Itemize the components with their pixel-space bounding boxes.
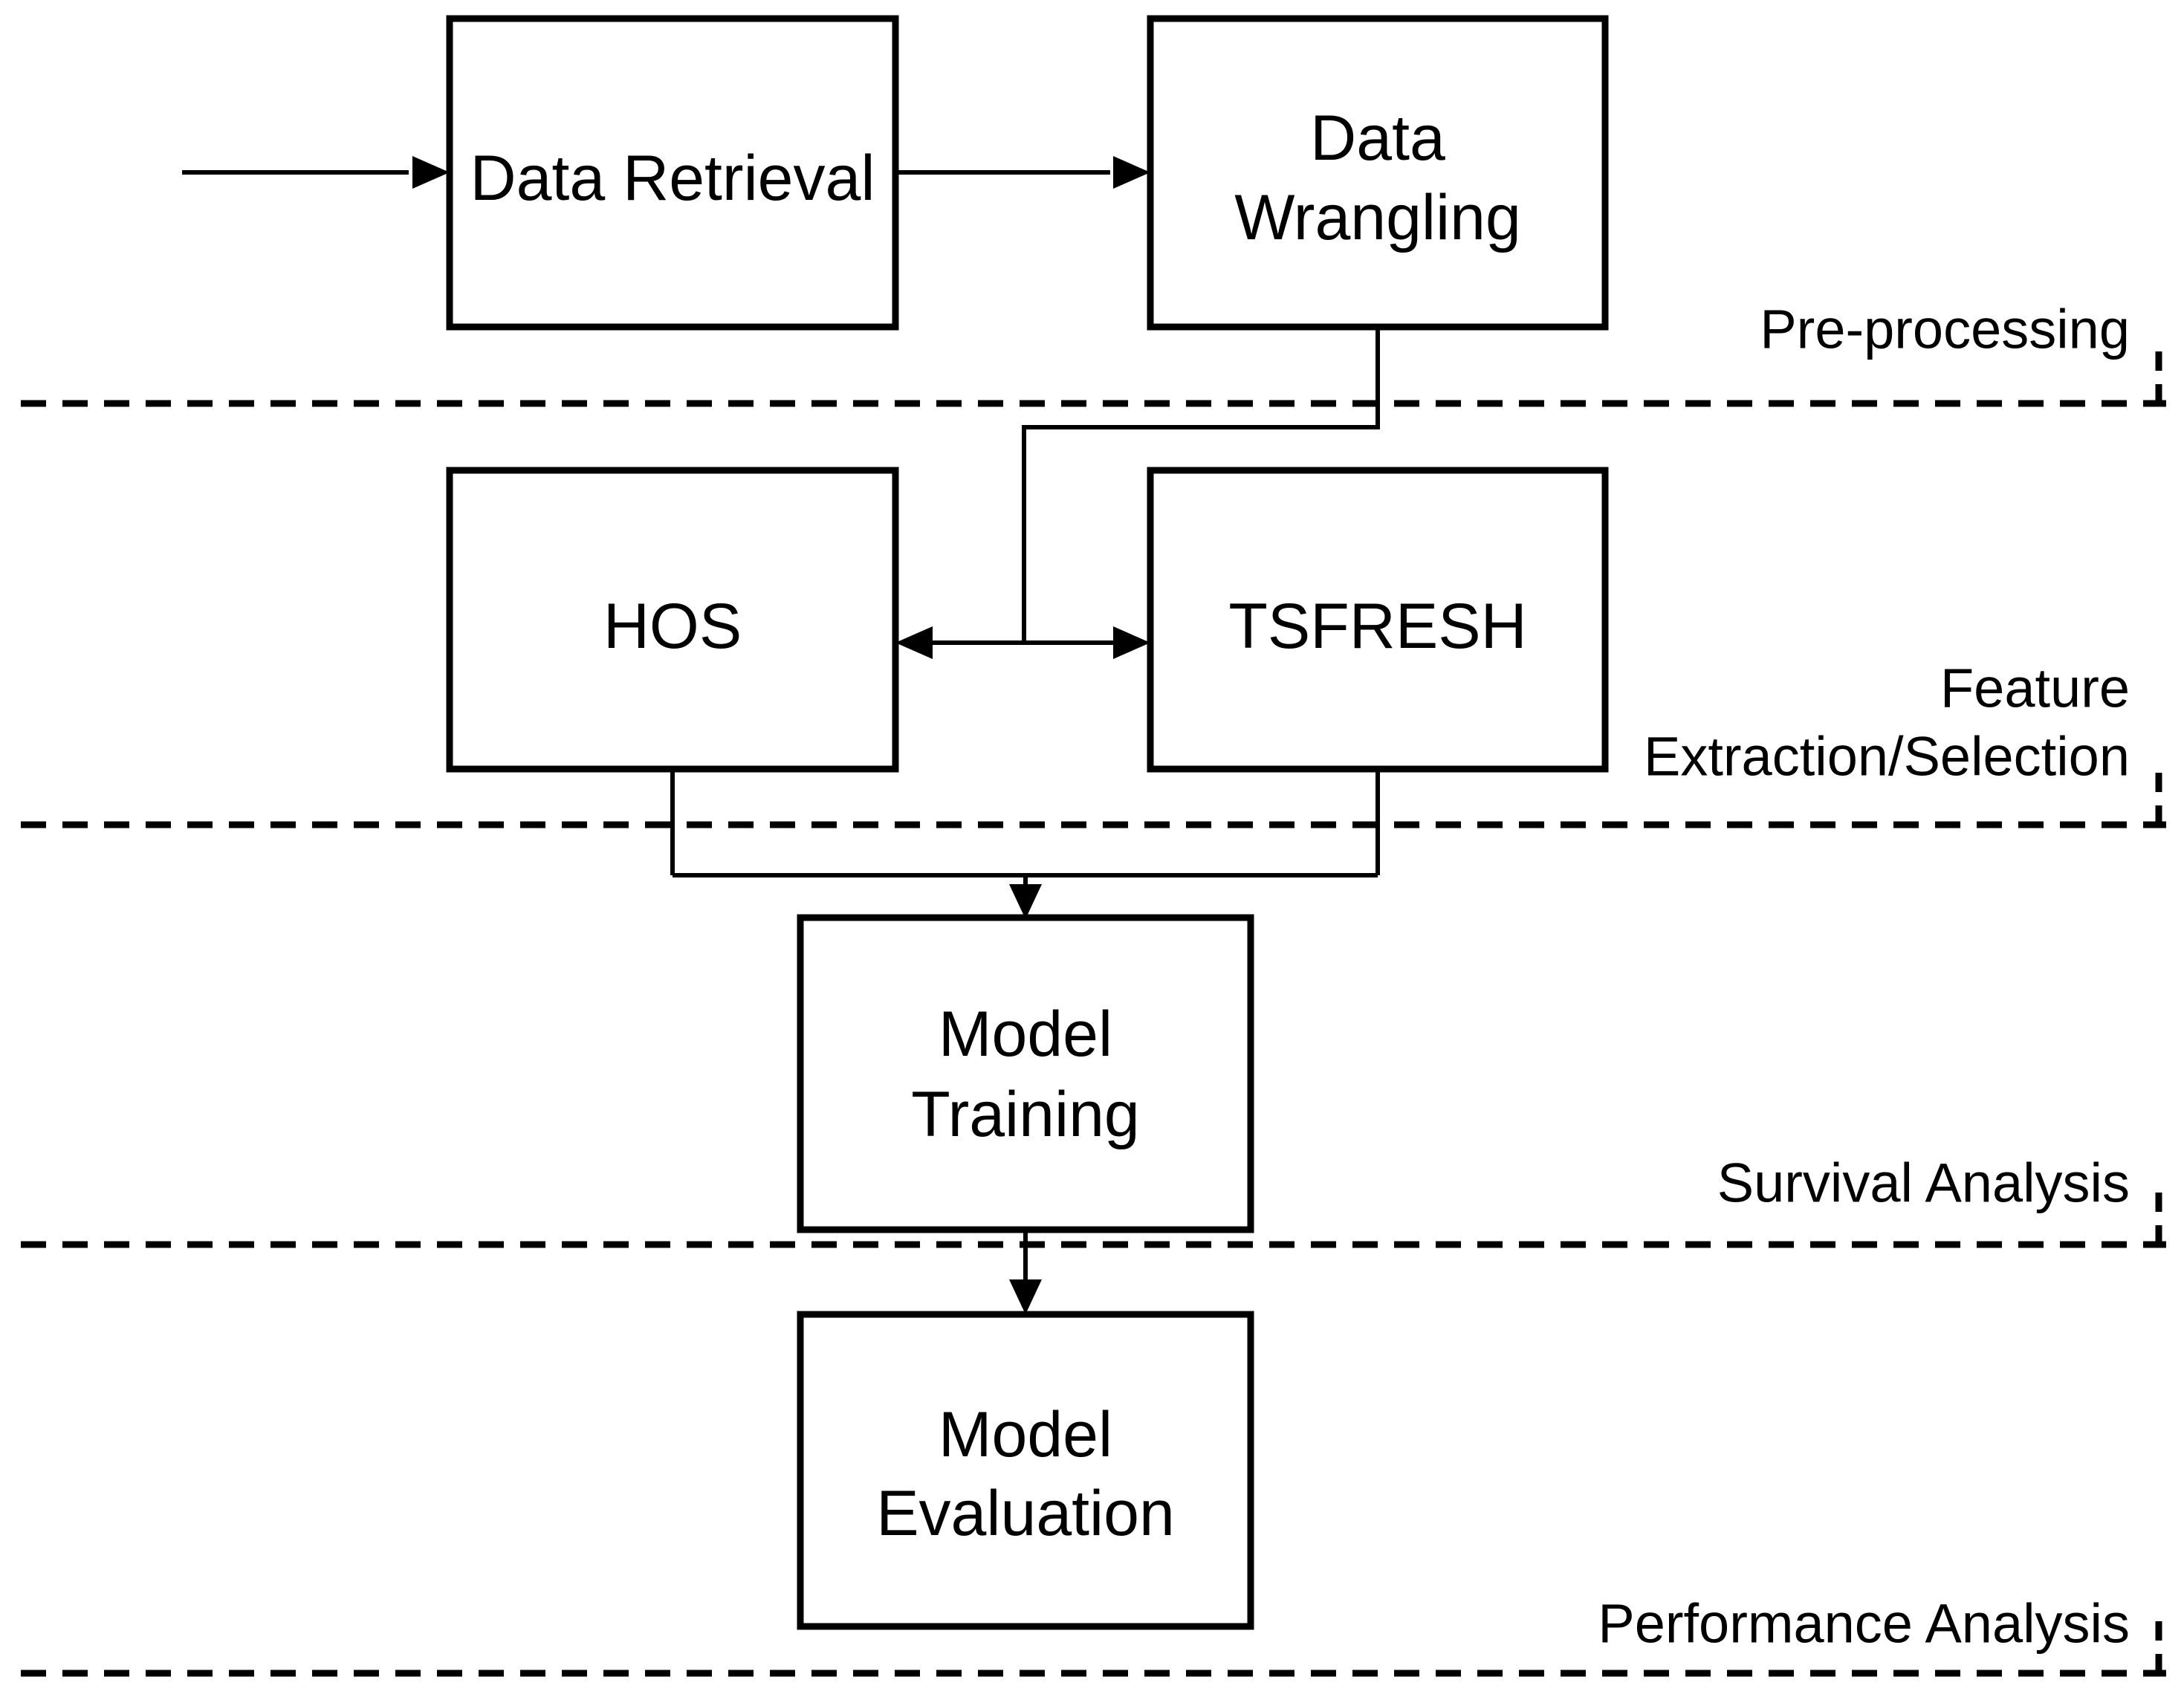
data-wrangling-label-line2: Wrangling <box>1234 182 1521 253</box>
hos-tsfresh-arrow-right-head-icon <box>1113 626 1150 659</box>
phase-preprocessing-group: Data Retrieval Data Wrangling Pre-proces… <box>21 15 2166 407</box>
hos-box <box>446 467 899 773</box>
phase-label-survival: Survival Analysis <box>1717 1152 2130 1214</box>
wrangling-split-connector <box>1022 327 1380 643</box>
phase-survival-group: Model Training Survival Analysis <box>21 769 2166 1248</box>
retrieval-to-wrangling-arrow-head-icon <box>1113 156 1150 189</box>
tsfresh-box <box>1147 467 1609 773</box>
phase-label-performance: Performance Analysis <box>1598 1593 2130 1655</box>
phase-label-preprocessing: Pre-processing <box>1760 299 2130 360</box>
input-arrow-head-icon <box>412 156 450 189</box>
model-evaluation-label-line2: Evaluation <box>876 1478 1175 1549</box>
phase-label-feature-line1: Feature <box>1940 658 2130 719</box>
phase-feature-extraction-group: HOS TSFRESH Feature Extraction/Selection <box>21 327 2166 828</box>
model-training-label-line1: Model <box>939 999 1112 1070</box>
training-to-evaluation-arrow-head-icon <box>1009 1279 1042 1314</box>
model-evaluation-label-line1: Model <box>939 1399 1112 1470</box>
model-training-label-line2: Training <box>911 1079 1140 1150</box>
data-retrieval-label: Data Retrieval <box>470 143 875 214</box>
tsfresh-label: TSFRESH <box>1228 591 1526 662</box>
merge-to-training-arrow-head-icon <box>1009 884 1042 919</box>
model-evaluation-box <box>797 1311 1254 1630</box>
phase-label-feature-line2: Extraction/Selection <box>1644 726 2130 788</box>
hos-tsfresh-arrow-left-head-icon <box>895 626 933 659</box>
hos-label: HOS <box>603 591 742 662</box>
data-wrangling-label-line1: Data <box>1310 103 1445 174</box>
data-wrangling-box <box>1147 15 1609 331</box>
model-training-box <box>797 914 1254 1233</box>
phase-performance-group: Model Evaluation Performance Analysis <box>21 1230 2166 1677</box>
